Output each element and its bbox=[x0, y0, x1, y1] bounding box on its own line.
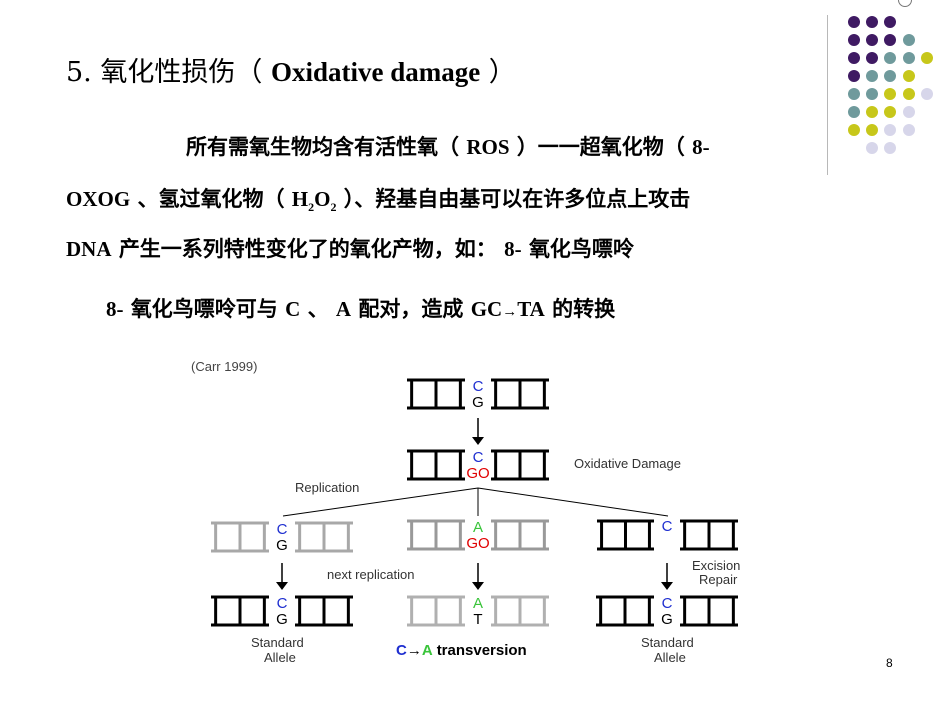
paragraph-line-1: 所有需氧生物均含有活性氧（ ROS ）一一超氧化物（ 8- bbox=[186, 135, 710, 159]
slide-title: 5. 氧化性损伤（ Oxidative damage ） bbox=[66, 57, 516, 88]
oxidative-damage-label: Oxidative Damage bbox=[574, 456, 681, 471]
decorative-dot bbox=[866, 52, 879, 64]
decorative-dot bbox=[902, 52, 915, 64]
decorative-dot bbox=[884, 16, 897, 28]
base-label: G bbox=[276, 611, 288, 628]
base-label: C bbox=[662, 518, 673, 535]
decorative-dot bbox=[866, 124, 879, 136]
decorative-dot bbox=[902, 106, 915, 118]
paragraph-line-3: DNA 产生一系列特性变化了的氧化产物，如： 8- 氧化鸟嘌呤 bbox=[66, 237, 634, 261]
base-label: C bbox=[662, 595, 673, 612]
decorative-dot bbox=[848, 106, 860, 118]
allele-label-right: Allele bbox=[654, 650, 686, 665]
base-label: C bbox=[277, 521, 288, 538]
decorative-dot bbox=[848, 52, 860, 64]
base-label: C bbox=[473, 378, 484, 395]
decorative-dot bbox=[902, 88, 915, 100]
decorative-dot bbox=[884, 52, 897, 64]
standard-label-right: Standard bbox=[641, 635, 694, 650]
decorative-dot bbox=[866, 16, 879, 28]
allele-label-left: Allele bbox=[264, 650, 296, 665]
decorative-dot bbox=[884, 142, 897, 154]
arrow-down-icon bbox=[276, 582, 288, 590]
decorative-dot bbox=[902, 34, 915, 46]
decorative-dot bbox=[866, 70, 879, 82]
decorative-dot bbox=[884, 70, 897, 82]
decorative-dot bbox=[884, 34, 897, 46]
decorative-dot bbox=[848, 88, 860, 100]
decorative-dot bbox=[848, 124, 860, 136]
base-label: G bbox=[276, 537, 288, 554]
base-label: C bbox=[473, 449, 484, 466]
decorative-dot bbox=[920, 52, 933, 64]
decorative-dot bbox=[884, 88, 897, 100]
replication-label: Replication bbox=[295, 480, 359, 495]
excision-label: Excision bbox=[692, 558, 740, 573]
base-label: GO bbox=[466, 465, 489, 482]
decorative-dot bbox=[866, 142, 879, 154]
page-number: 8 bbox=[886, 656, 893, 670]
base-label: A bbox=[473, 519, 483, 536]
base-label: GO bbox=[466, 535, 489, 552]
next-replication-label: next replication bbox=[327, 567, 414, 582]
decorative-dot bbox=[866, 34, 879, 46]
decorative-dot bbox=[884, 106, 897, 118]
base-label: G bbox=[661, 611, 673, 628]
divider-line bbox=[827, 15, 828, 175]
decorative-dot bbox=[902, 124, 915, 136]
decorative-dot bbox=[884, 124, 897, 136]
decorative-dot bbox=[848, 70, 860, 82]
decorative-dot bbox=[848, 34, 860, 46]
paragraph-line-4: 8- 氧化鸟嘌呤可与 C 、 A 配对，造成 GC→TA 的转换 bbox=[106, 297, 616, 321]
arrow-down-icon bbox=[661, 582, 673, 590]
arrow-down-icon bbox=[472, 437, 484, 445]
decorative-dot bbox=[920, 88, 933, 100]
base-label: A bbox=[473, 595, 483, 612]
citation-text: (Carr 1999) bbox=[191, 359, 257, 374]
base-label: C bbox=[277, 595, 288, 612]
standard-label-left: Standard bbox=[251, 635, 304, 650]
decorative-dot bbox=[866, 88, 879, 100]
decorative-dot bbox=[866, 106, 879, 118]
base-label: T bbox=[473, 611, 482, 628]
repair-label: Repair bbox=[699, 572, 738, 587]
decorative-dot bbox=[848, 16, 860, 28]
base-label: G bbox=[472, 394, 484, 411]
paragraph-line-2: OXOG 、氢过氧化物（ H2O2 ）、羟基自由基可以在许多位点上攻击 bbox=[66, 187, 691, 215]
decorative-dot bbox=[902, 70, 915, 82]
arrow-down-icon bbox=[472, 582, 484, 590]
